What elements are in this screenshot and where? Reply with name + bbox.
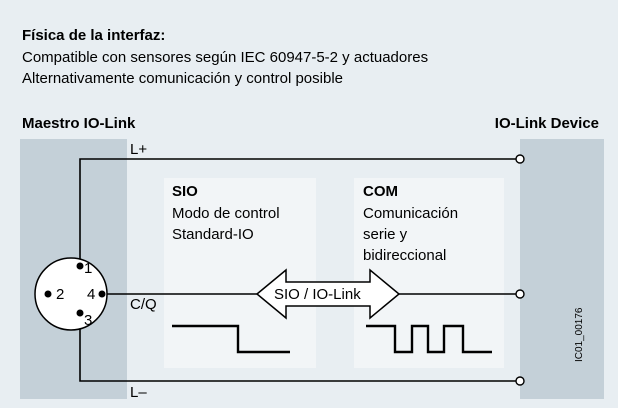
pin-3-label: 3 (84, 312, 93, 329)
com-line-2: serie y (363, 226, 408, 243)
pin-2-dot (44, 290, 52, 298)
cq-terminal (515, 289, 525, 299)
pin-1-dot (76, 262, 84, 270)
l-plus-label: L+ (130, 141, 148, 158)
sio-io-link-arrow (255, 268, 401, 320)
header-line-1: Compatible con sensores según IEC 60947-… (22, 49, 429, 66)
com-title: COM (363, 183, 398, 200)
device-label: IO-Link Device (494, 115, 599, 132)
com-signal (366, 324, 492, 354)
figure-id: IC01_00176 (574, 307, 585, 363)
header-line-2: Alternativamente comunicación y control … (22, 70, 343, 87)
sio-box (164, 178, 316, 368)
pin-4-label: 4 (87, 286, 96, 303)
connector (34, 257, 108, 331)
pin-3-dot (76, 309, 84, 317)
pin-2-label: 2 (56, 286, 65, 303)
sio-line-2: Standard-IO (172, 226, 254, 243)
pin-4-dot (98, 290, 106, 298)
l-minus-label: L– (130, 384, 147, 401)
sio-title: SIO (172, 183, 198, 200)
sio-line-1: Modo de control (172, 205, 280, 222)
l-plus-wire (79, 158, 520, 262)
com-line-1: Comunicación (363, 205, 459, 222)
sio-signal (172, 324, 290, 354)
master-label: Maestro IO-Link (22, 115, 136, 132)
com-line-3: bidireccional (363, 247, 447, 264)
arrow-label: SIO / IO-Link (274, 286, 361, 303)
cq-label: C/Q (130, 296, 157, 313)
l-plus-terminal (515, 154, 525, 164)
l-minus-wire (79, 313, 520, 382)
pin-1-label: 1 (84, 260, 93, 277)
device-bar (520, 139, 604, 399)
header-title: Física de la interfaz: (22, 27, 166, 44)
l-minus-terminal (515, 376, 525, 386)
